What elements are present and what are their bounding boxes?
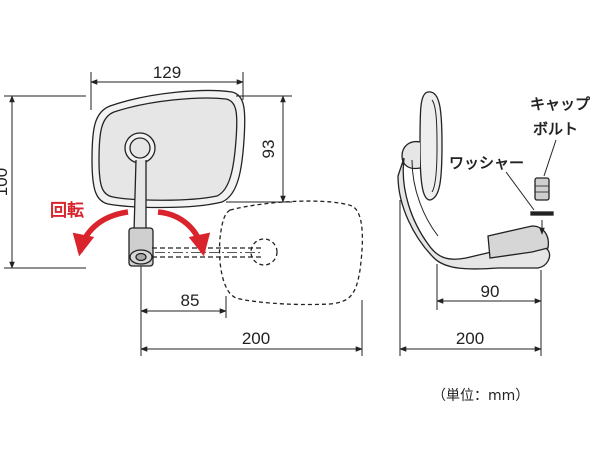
washer-label: ワッシャー [449, 154, 524, 172]
cap-bolt-label-line1: キャップ [530, 95, 591, 113]
mirror-glass-front [98, 97, 238, 201]
side-stem-head [401, 140, 421, 170]
cap-bolt-label-line2: ボルト [533, 120, 578, 138]
front-view [91, 89, 364, 306]
rotation-label: 回転 [50, 200, 84, 221]
rotation-arrow-right [157, 209, 211, 257]
mirror-side-profile [419, 91, 443, 201]
pivot-inner [129, 137, 151, 159]
washer-leader [505, 171, 535, 211]
side-mount-block [487, 225, 550, 259]
dim-label-93: 93 [259, 140, 278, 159]
mount-bolt-hole [135, 252, 147, 262]
dim-label-100: 100 [0, 168, 11, 196]
arm-stem [133, 159, 147, 233]
dim-label-200-side: 200 [456, 329, 484, 348]
mirror-side-glass [431, 99, 438, 193]
rotation-arrow-left [72, 209, 129, 257]
unit-note: （単位：mm） [432, 388, 529, 404]
rotated-pivot-outline [250, 238, 278, 266]
washer [530, 211, 554, 216]
cap-bolt-leader [543, 139, 557, 177]
side-arm [397, 157, 551, 270]
dim-label-85: 85 [181, 291, 200, 310]
cap-bolt [534, 177, 550, 201]
side-leaders [505, 139, 557, 211]
dim-label-129: 129 [153, 63, 181, 82]
dim-label-200-front: 200 [242, 329, 270, 348]
side-dimensions [399, 200, 542, 356]
rotated-mirror-outline [218, 200, 364, 306]
front-dimensions [4, 72, 363, 356]
side-arm-inner [411, 159, 439, 237]
side-view [397, 91, 554, 270]
dim-label-90: 90 [481, 282, 500, 301]
rotation-arrows [72, 209, 211, 257]
